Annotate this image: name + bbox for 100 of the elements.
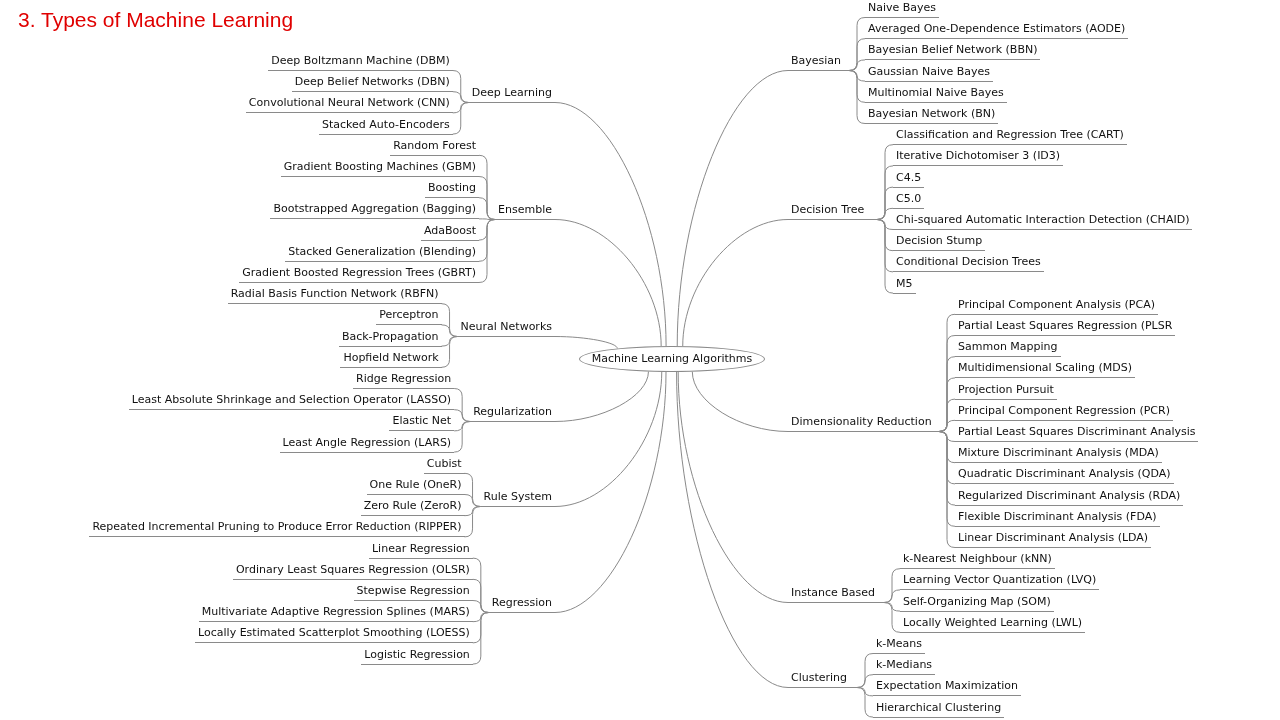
leaf-label: Deep Belief Networks (DBN) [291, 73, 453, 93]
leaf-label: Perceptron [376, 306, 442, 326]
leaf-label: Self-Organizing Map (SOM) [900, 592, 1054, 612]
leaf-label: Gradient Boosted Regression Trees (GBRT) [239, 264, 479, 283]
category-label: Regularization [470, 403, 555, 422]
connector-line [676, 70, 789, 347]
connector-line [554, 371, 649, 422]
connector-line [453, 388, 471, 422]
leaf-label: k-Means [873, 635, 926, 654]
category-label: Deep Learning [468, 84, 555, 103]
leaf-label: Quadratic Discriminant Analysis (QDA) [955, 465, 1174, 485]
leaf-label: Sammon Mapping [955, 338, 1061, 358]
connector-line [938, 431, 956, 548]
leaf-label: Regularized Discriminant Analysis (RDA) [955, 486, 1184, 506]
category-label: Rule System [480, 488, 555, 507]
leaf-label: Convolutional Neural Network (CNN) [245, 94, 453, 114]
leaf-label: Stepwise Regression [353, 582, 473, 601]
category-label: Decision Tree [788, 201, 877, 220]
leaf-label: Boosting [424, 179, 479, 199]
leaf-label: Locally Estimated Scatterplot Smoothing (LOESS) [195, 624, 473, 644]
leaf-label: Flexible Discriminant Analysis (FDA) [955, 507, 1160, 527]
leaf-label: Multidimensional Scaling (MDS) [955, 359, 1136, 379]
leaf-label: Conditional Decision Trees [893, 253, 1044, 273]
leaf-label: One Rule (OneR) [366, 476, 465, 495]
leaf-label: C4.5 [893, 168, 925, 188]
category-label: Neural Networks [457, 318, 555, 337]
category-label: Regression [488, 594, 555, 613]
leaf-label: Linear Regression [368, 539, 473, 559]
connector-line [883, 602, 901, 633]
leaf-label: Gaussian Naive Bayes [865, 62, 994, 82]
connector-line [554, 102, 667, 347]
leaf-label: Classification and Regression Tree (CART) [893, 126, 1127, 146]
leaf-label: Bayesian Network (BN) [865, 105, 999, 124]
leaf-label: Ordinary Least Squares Regression (OLSR) [232, 560, 473, 580]
leaf-label: Ridge Regression [353, 370, 455, 389]
connector-line [848, 38, 866, 71]
leaf-label: Naive Bayes [865, 0, 940, 18]
connector-line [472, 612, 490, 665]
connector-line [464, 506, 482, 538]
leaf-label: k-Medians [873, 656, 936, 676]
leaf-label: C5.0 [893, 189, 925, 209]
connector-line [478, 219, 496, 283]
leaf-label: Elastic Net [389, 412, 455, 432]
connector-line [876, 186, 894, 220]
leaf-label: Stacked Generalization (Blending) [285, 242, 479, 262]
leaf-label: Logistic Regression [361, 645, 473, 665]
connector-line [883, 568, 901, 603]
connector-line [554, 371, 663, 507]
leaf-label: Partial Least Squares Discriminant Analysis [955, 423, 1199, 442]
category-label: Dimensionality Reduction [788, 413, 939, 432]
leaf-label: Deep Boltzmann Machine (DBM) [268, 52, 453, 71]
connector-line [691, 371, 789, 432]
leaf-label: Radial Basis Function Network (RBFN) [227, 285, 442, 305]
connector-line [554, 219, 662, 347]
leaf-label: Hierarchical Clustering [873, 698, 1005, 718]
category-label: Ensemble [495, 201, 555, 220]
leaf-label: Principal Component Regression (PCR) [955, 401, 1173, 421]
topic-ellipse: Machine Learning Algorithms [579, 346, 765, 372]
connector-line [478, 197, 496, 220]
leaf-label: Least Absolute Shrinkage and Selection Operator (LASSO) [128, 391, 455, 411]
leaf-label: M5 [893, 274, 916, 294]
category-label: Instance Based [788, 584, 884, 603]
connector-line [554, 371, 667, 613]
leaf-label: Partial Least Squares Regression (PLSR [955, 317, 1176, 336]
category-label: Clustering [788, 669, 857, 688]
leaf-label: Cubist [423, 454, 465, 474]
leaf-label: Decision Stump [893, 232, 986, 252]
connector-line [676, 371, 789, 688]
leaf-label: Hopfield Network [340, 348, 442, 368]
leaf-label: AdaBoost [420, 221, 479, 241]
category-label: Bayesian [788, 52, 849, 71]
leaf-label: Learning Vector Quantization (LVQ) [900, 571, 1100, 591]
leaf-label: Repeated Incremental Pruning to Produce Error Reduction (RIPPER) [89, 518, 465, 538]
leaf-label: Stacked Auto-Encoders [319, 115, 453, 135]
leaf-label: Principal Component Analysis (PCA) [955, 295, 1158, 315]
connector-line [938, 398, 956, 432]
leaf-label: Multivariate Adaptive Regression Splines (MARS) [198, 603, 473, 623]
connector-line [441, 336, 459, 368]
leaf-label: Projection Pursuit [955, 380, 1057, 400]
leaf-label: Bayesian Belief Network (BBN) [865, 41, 1041, 61]
leaf-label: Averaged One-Dependence Estimators (AODE) [865, 20, 1129, 40]
connector-line [856, 653, 874, 688]
leaf-label: Linear Discriminant Analysis (LDA) [955, 529, 1152, 548]
connector-line [554, 336, 618, 349]
leaf-label: Multinomial Naive Bayes [865, 83, 1007, 103]
connector-line [677, 371, 789, 603]
connector-line [856, 687, 874, 718]
leaf-label: Zero Rule (ZeroR) [360, 497, 465, 517]
connector-line [848, 70, 866, 124]
connector-line [876, 219, 894, 294]
leaf-label: Expectation Maximization [873, 677, 1022, 697]
leaf-label: Iterative Dichotomiser 3 (ID3) [893, 147, 1064, 167]
connector-line [452, 102, 470, 135]
leaf-label: k-Nearest Neighbour (kNN) [900, 550, 1055, 570]
title: 3. Types of Machine Learning [18, 8, 294, 32]
leaf-label: Mixture Discriminant Analysis (MDA) [955, 444, 1162, 464]
leaf-label: Locally Weighted Learning (LWL) [900, 613, 1086, 633]
leaf-label: Random Forest [390, 136, 479, 156]
connector-line [682, 219, 789, 347]
leaf-label: Gradient Boosting Machines (GBM) [280, 158, 479, 177]
